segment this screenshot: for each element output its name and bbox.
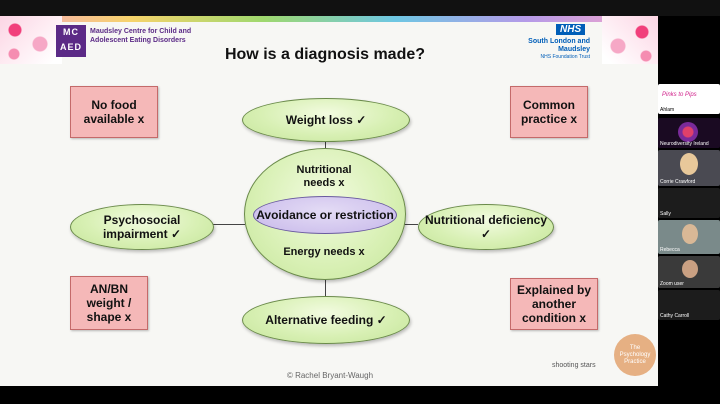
video-top-bar: [0, 0, 720, 16]
participant-tile-rebecca[interactable]: Rebecca: [658, 220, 720, 254]
participant-video: [682, 260, 698, 278]
video-bottom-bar: [0, 386, 720, 404]
slide-title: How is a diagnosis made?: [224, 46, 426, 63]
nhs-logo: NHS: [556, 24, 586, 35]
slide-rainbow-border: [0, 16, 658, 22]
participant-name: Corrie Crawford: [660, 179, 696, 185]
nhs-trust-subtitle: NHS Foundation Trust: [540, 54, 590, 60]
box-no-food-available: No food available x: [70, 86, 158, 138]
presentation-slide: MC AED Maudsley Centre for Child and Ado…: [0, 16, 658, 386]
energy-needs-label: Energy needs x: [283, 246, 365, 258]
oval-psychosocial-impairment: Psychosocial impairment ✓: [70, 204, 214, 250]
participant-tile-zoom-user[interactable]: Zoom user: [658, 256, 720, 288]
participant-tile-corrie-crawford[interactable]: Corrie Crawford: [658, 150, 720, 186]
connector-left: [212, 224, 245, 225]
participant-video: [680, 153, 698, 175]
participant-avatar: [678, 122, 698, 142]
nutritional-needs-label: Nutritional needs x: [296, 164, 352, 189]
participant-sidebar: Pinks to Pips Ahlam Neurodiversity Irela…: [658, 80, 720, 320]
participant-tile-sally[interactable]: Sally: [658, 188, 720, 218]
oval-alternative-feeding: Alternative feeding ✓: [242, 296, 410, 344]
participant-video: [682, 224, 698, 244]
stars-decoration-right: [602, 16, 658, 64]
psychology-practice-logo: The Psychology Practice: [614, 334, 656, 376]
nhs-trust-name: South London and Maudsley: [528, 38, 590, 53]
copyright-text: © Rachel Bryant-Waugh: [286, 371, 374, 380]
box-an-bn-weight-shape: AN/BN weight / shape x: [70, 276, 148, 330]
participant-name: Neurodiversity Ireland: [660, 141, 709, 147]
participant-tile-neurodiversity-ireland[interactable]: Neurodiversity Ireland: [658, 118, 720, 148]
avoidance-restriction-oval: Avoidance or restriction: [253, 196, 397, 234]
participant-name: Ahlam: [660, 107, 675, 113]
participant-tile-ahlam[interactable]: Pinks to Pips Ahlam: [658, 84, 720, 114]
participant-name: Cathy Carroll: [660, 313, 690, 319]
participant-name: Zoom user: [660, 281, 684, 287]
mcaed-org-name: Maudsley Centre for Child and Adolescent…: [90, 28, 192, 44]
shooting-stars-logo: shooting stars: [552, 362, 596, 369]
participant-name: Rebecca: [660, 247, 680, 253]
oval-nutritional-deficiency: Nutritional deficiency ✓: [418, 204, 554, 250]
box-explained-by-another-condition: Explained by another condition x: [510, 278, 598, 330]
participant-tile-cathy-carroll[interactable]: Cathy Carroll: [658, 290, 720, 320]
connector-right: [404, 224, 418, 225]
pinks-to-pips-logo: Pinks to Pips: [662, 92, 697, 98]
mcaed-logo: MC AED: [56, 25, 86, 57]
participant-name: Sally: [660, 211, 671, 217]
box-common-practice: Common practice x: [510, 86, 588, 138]
oval-weight-loss: Weight loss ✓: [242, 98, 410, 142]
stars-decoration-left: [0, 16, 62, 64]
connector-bottom: [325, 274, 326, 302]
